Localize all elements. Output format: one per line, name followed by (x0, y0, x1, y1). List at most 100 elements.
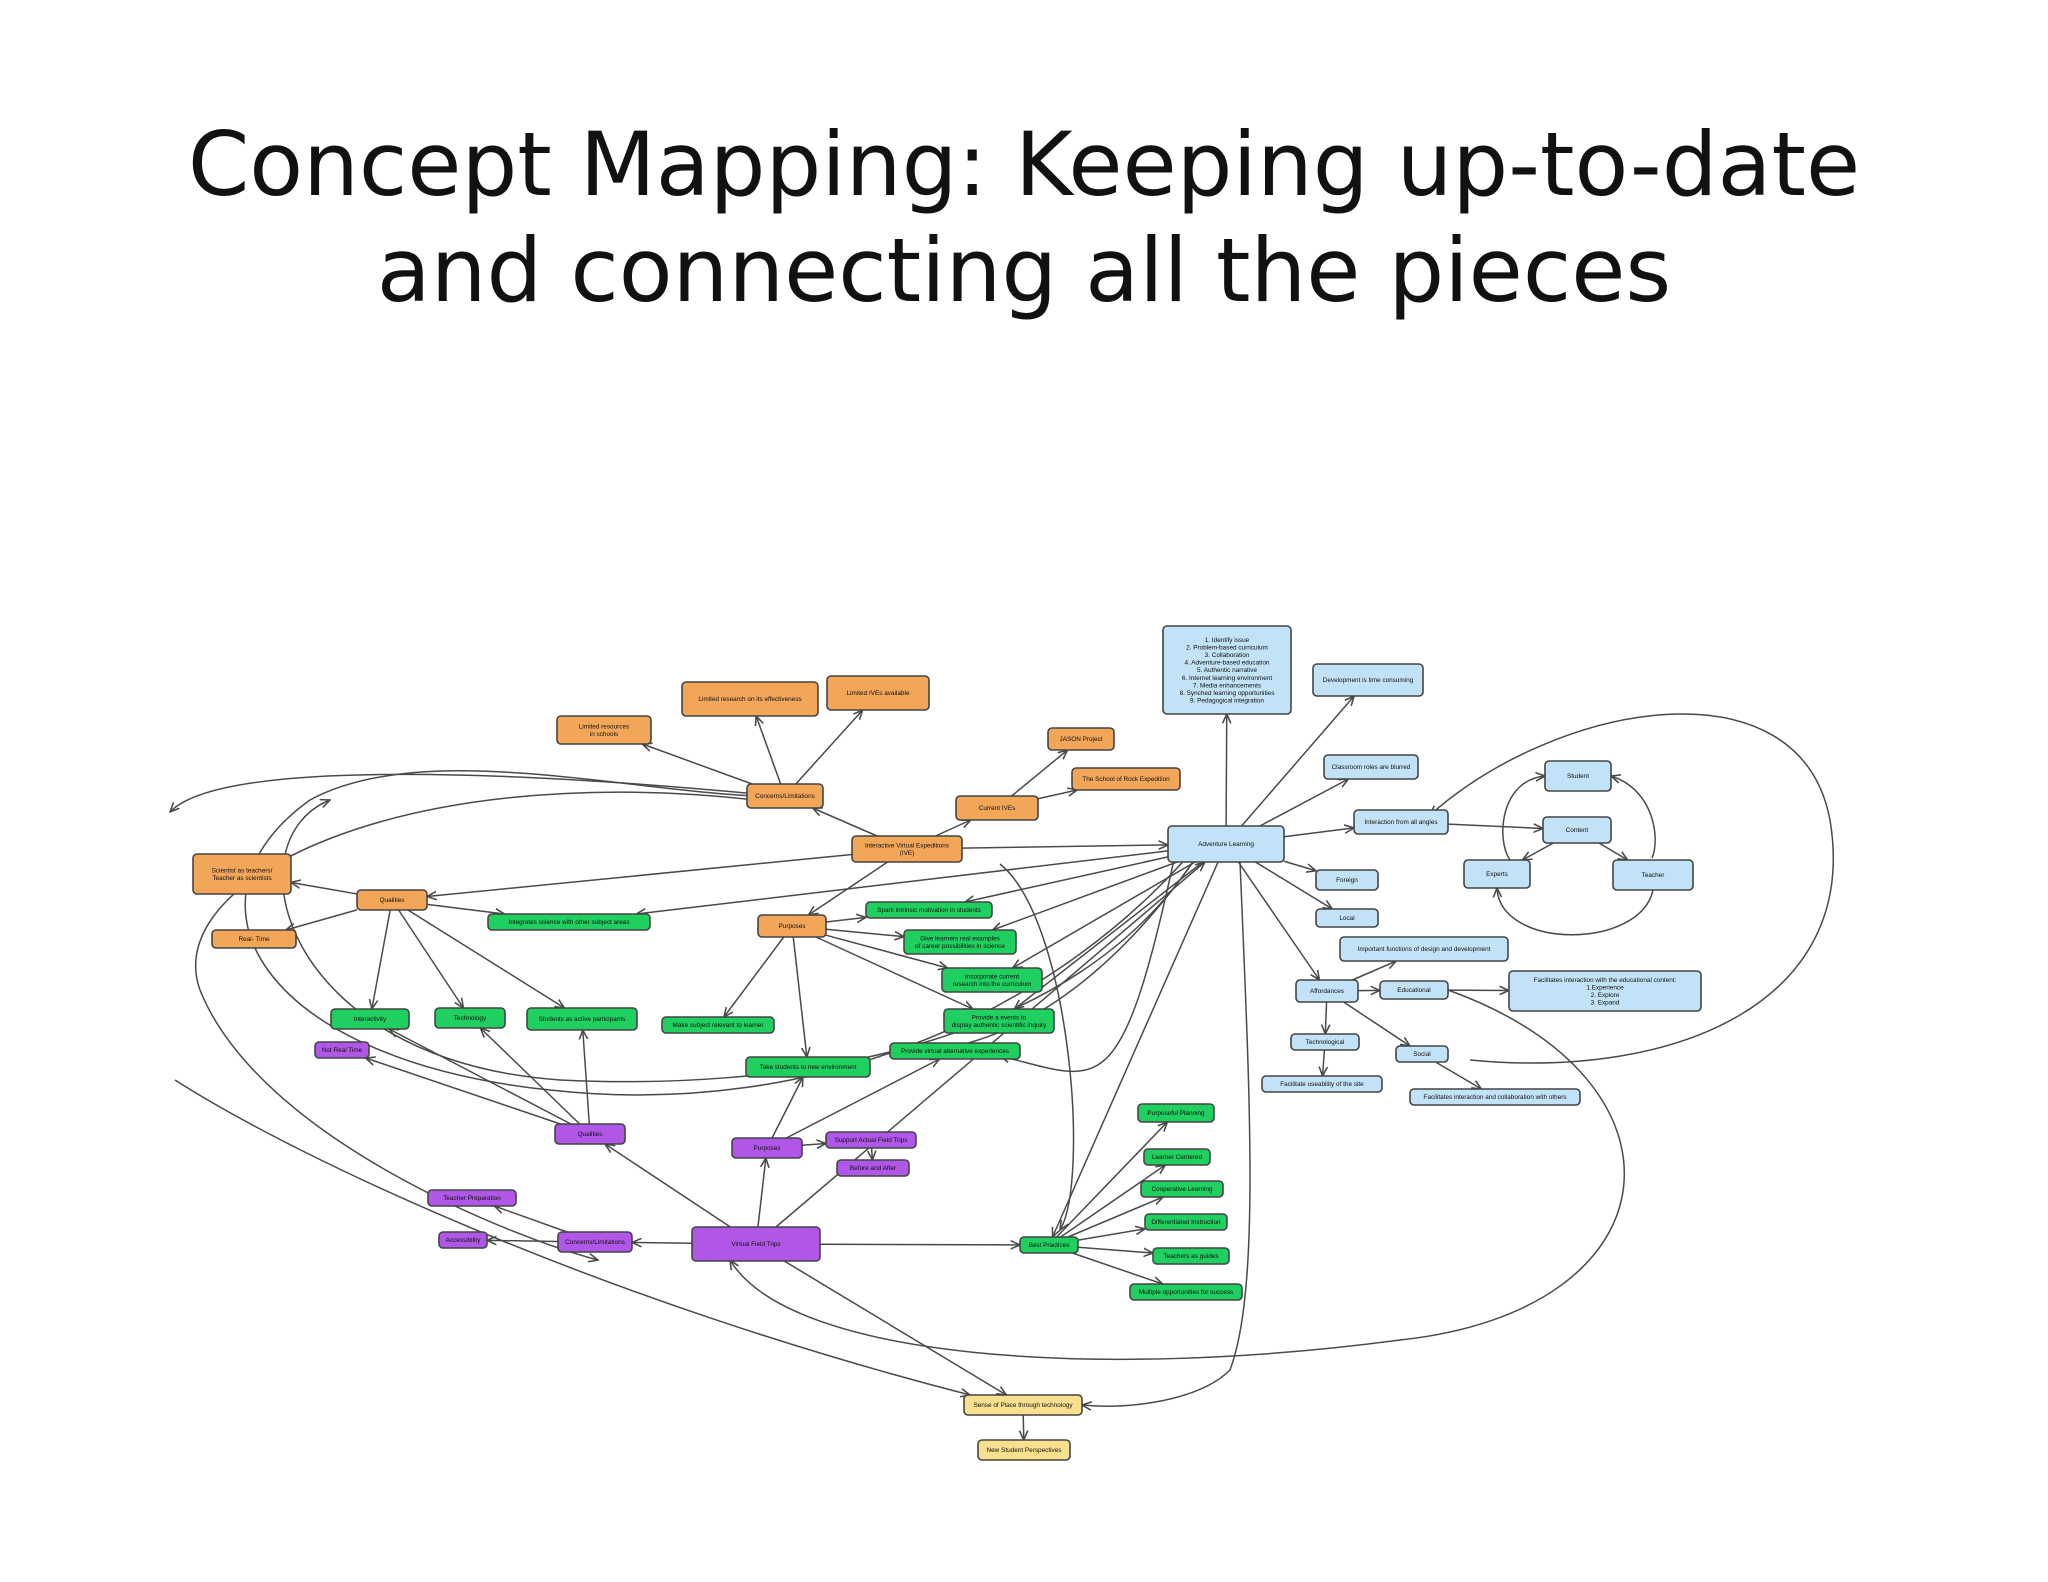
edge-bp-pp (1056, 1122, 1168, 1238)
node-label: Interactivity (354, 1016, 387, 1023)
node-coop: Cooperative Learning (1140, 1180, 1224, 1198)
edge-techno-facil_use (1323, 1049, 1325, 1076)
node-label: Educational (1397, 987, 1430, 994)
edge-al-inter (1283, 828, 1354, 838)
node-label: Accessibility (446, 1237, 482, 1244)
node-label: Local (1339, 915, 1354, 922)
edge-al-dev (1241, 696, 1355, 827)
node-box (1261, 1075, 1383, 1093)
node-box (1315, 908, 1379, 928)
cycle-edge-1 (1502, 776, 1545, 861)
node-box (825, 1131, 917, 1149)
node-label: Classroom roles are blurred (1332, 764, 1411, 771)
node-provide-virtual: Provide virtual alternative experiences (889, 1042, 1021, 1060)
node-label: JASON Project (1060, 736, 1103, 743)
node-diff: Differentiated Instruction (1144, 1213, 1228, 1231)
node-label: Support Actual Field Trips (835, 1137, 908, 1144)
edge-qual_bot-tech (480, 1028, 581, 1125)
node-label: Important functions of design and develo… (1358, 946, 1491, 953)
node-box (1395, 1045, 1449, 1063)
node-multi: Multiple opportunities for success (1129, 1283, 1243, 1301)
edge-cl_top-lim_res (642, 744, 753, 785)
edge-purp_bot-take (771, 1077, 803, 1139)
node-afford: Affordances (1295, 979, 1359, 1003)
node-box (1312, 663, 1424, 697)
edge-al-give (993, 861, 1178, 930)
edge-cl_top-lim_research (756, 716, 782, 785)
node-facil-collab: Facilitates interaction and collaboratio… (1409, 1088, 1581, 1106)
node-box (977, 1439, 1071, 1461)
edge-qual_top-realtime (286, 909, 358, 930)
node-guides: Teachers as guides (1152, 1247, 1230, 1265)
node-rock: The School of Rock Expedition (1071, 767, 1181, 791)
node-box (943, 1008, 1055, 1034)
edge-purp_top-provide_events (815, 936, 973, 1009)
node-label: Qualities (578, 1131, 603, 1138)
node-support: Support Actual Field Trips (825, 1131, 917, 1149)
node-make-rel: Make subject relevant to learner (661, 1016, 775, 1034)
node-box (556, 715, 652, 745)
node-spark: Spark intrinsic motivation in students (865, 901, 993, 919)
node-label: Virtual Field Trips (731, 1241, 780, 1248)
node-integrates: Integrates science with other subject ar… (487, 913, 651, 931)
node-label: Concerns/Limitations (565, 1239, 625, 1246)
node-teacher: Teacher (1612, 859, 1694, 891)
node-facil-content: Facilitates interaction with the educati… (1508, 970, 1702, 1012)
edge-qual_bot-students_active (583, 1030, 591, 1125)
edge-cl_top-lim_ives (795, 710, 863, 785)
edge-vft-qual_bot (605, 1144, 731, 1228)
node-box (487, 913, 651, 931)
node-interact: Interactivity (330, 1008, 410, 1030)
node-box (889, 1042, 1021, 1060)
node-nrt: Not Real Time (314, 1041, 370, 1059)
node-box (1295, 979, 1359, 1003)
node-inter: Interaction from all angles (1353, 809, 1449, 835)
edge-ive-cl_top (813, 808, 878, 837)
node-important: Important functions of design and develo… (1339, 936, 1509, 962)
edge-vft-cl_bot (632, 1242, 693, 1243)
node-label: Experts (1486, 871, 1508, 878)
node-label: Make subject relevant to learner (673, 1022, 765, 1029)
edge-al-bp (1053, 861, 1219, 1237)
node-label: Teacher Preparation (443, 1195, 501, 1202)
node-box (1290, 1033, 1360, 1051)
node-students-active: Students as active participants (526, 1007, 638, 1031)
node-label: The School of Rock Expedition (1082, 776, 1170, 783)
node-box (746, 783, 824, 809)
edge-qual_top-interact (372, 909, 391, 1009)
node-box (1409, 1088, 1581, 1106)
node-box (1047, 727, 1115, 751)
node-box (731, 1137, 803, 1159)
node-ive: Interactive Virtual Expeditions(IVE) (851, 835, 963, 863)
curved-edge-10 (194, 791, 757, 1260)
edge-al-incorp (1013, 861, 1196, 968)
node-tech: Technology (434, 1007, 506, 1029)
node-box (526, 1007, 638, 1031)
curved-edge-1 (1430, 713, 1835, 1064)
node-box (356, 889, 428, 911)
edge-al-local (1255, 861, 1332, 909)
node-box (1019, 1236, 1079, 1254)
node-box (1353, 809, 1449, 835)
slide-title-line-2: and connecting all the pieces (376, 219, 1672, 322)
curved-edge-6 (1000, 854, 1176, 1073)
node-label: Foreign (1336, 877, 1358, 884)
node-box (1379, 980, 1449, 1000)
edge-content-experts (1522, 842, 1554, 860)
node-label: Concerns/Limitations (755, 793, 815, 800)
edge-vft-purp_bot (757, 1158, 766, 1228)
edge-purp_top-incorp (825, 934, 948, 968)
node-dev: Development is time consuming (1312, 663, 1424, 697)
node-box (1315, 869, 1379, 891)
edge-qual_top-integrates (426, 903, 505, 914)
node-label: Limited research on its effectiveness (698, 696, 801, 703)
node-social: Social (1395, 1045, 1449, 1063)
node-box (661, 1016, 775, 1034)
edge-al-spark (965, 856, 1169, 902)
node-box (836, 1159, 910, 1177)
node-label: Real- Time (239, 936, 270, 943)
edge-content-teacher (1598, 842, 1628, 860)
